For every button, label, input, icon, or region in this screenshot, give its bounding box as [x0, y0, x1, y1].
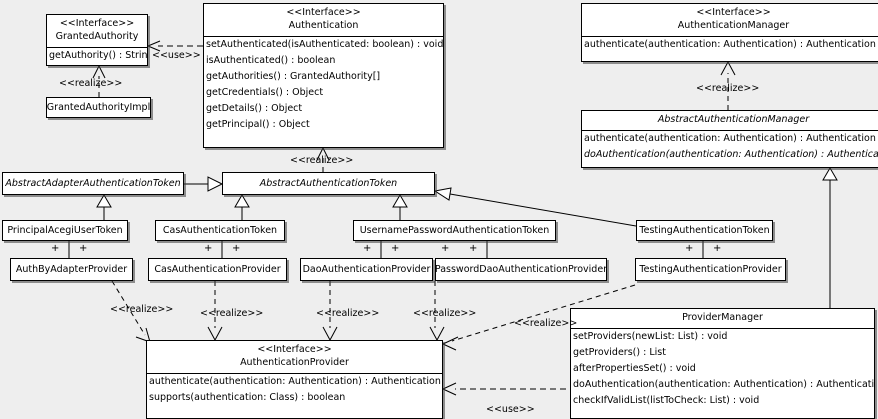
class-testing-authentication-provider[interactable]: TestingAuthenticationProvider — [635, 258, 786, 281]
relationship-label-realize-abstract-auth-manager: <<realize>> — [696, 83, 760, 94]
operations-compartment: setProviders(newList: List) : void getPr… — [571, 329, 874, 409]
class-name: Authentication — [288, 20, 359, 31]
stereotype-label: <<Interface>> — [286, 7, 361, 18]
operations-compartment: authenticate(authentication: Authenticat… — [582, 37, 878, 53]
relationship-label-realize-auth-by-adapter: <<realize>> — [110, 304, 174, 315]
divider — [571, 328, 874, 329]
stereotype-label: <<Interface>> — [257, 344, 332, 355]
class-dao-authentication-provider[interactable]: DaoAuthenticationProvider — [300, 258, 433, 281]
class-cas-authentication-provider[interactable]: CasAuthenticationProvider — [148, 258, 287, 281]
class-header: <<Interface>> AuthenticationProvider — [147, 341, 442, 373]
multiplicity-marker: + — [441, 243, 450, 254]
class-name: AuthenticationManager — [677, 20, 790, 31]
class-name: CasAuthenticationProvider — [154, 263, 281, 275]
divider — [204, 36, 443, 37]
class-name: GrantedAuthority — [55, 31, 139, 42]
operation: setProviders(newList: List) : void — [573, 331, 728, 342]
class-name: GrantedAuthorityImpl — [46, 101, 151, 113]
multiplicity-marker: + — [51, 243, 60, 254]
class-authentication-provider[interactable]: <<Interface>> AuthenticationProvider aut… — [146, 340, 443, 419]
multiplicity-marker: + — [232, 243, 241, 254]
operation: authenticate(authentication: Authenticat… — [149, 376, 441, 387]
class-granted-authority-impl[interactable]: GrantedAuthorityImpl — [46, 97, 151, 118]
multiplicity-marker: + — [363, 243, 372, 254]
operation: authenticate(authentication: Authenticat… — [584, 39, 876, 50]
class-auth-by-adapter-provider[interactable]: AuthByAdapterProvider — [10, 258, 133, 281]
class-name: TestingAuthenticationProvider — [639, 263, 782, 275]
divider — [582, 36, 878, 37]
class-name: PrincipalAcegiUserToken — [7, 224, 123, 236]
class-testing-authentication-token[interactable]: TestingAuthenticationToken — [636, 220, 773, 241]
class-username-password-authentication-token[interactable]: UsernamePasswordAuthenticationToken — [353, 220, 556, 241]
class-name: AuthenticationProvider — [240, 357, 349, 368]
class-name: DaoAuthenticationProvider — [302, 263, 431, 275]
relationship-label-realize-testing-provider: <<realize>> — [514, 318, 578, 329]
multiplicity-marker: + — [204, 243, 213, 254]
multiplicity-marker: + — [79, 243, 88, 254]
class-name: PasswordDaoAuthenticationProvider — [435, 263, 607, 275]
class-cas-authentication-token[interactable]: CasAuthenticationToken — [155, 220, 285, 241]
divider — [582, 130, 878, 131]
divider — [147, 373, 442, 374]
class-name: CasAuthenticationToken — [162, 224, 278, 236]
multiplicity-marker: + — [685, 243, 694, 254]
relationship-label-realize-password-dao-provider: <<realize>> — [413, 308, 477, 319]
relationship-label-realize-granted-authority-impl: <<realize>> — [59, 78, 123, 89]
stereotype-label: <<Interface>> — [59, 18, 135, 29]
class-authentication-manager[interactable]: <<Interface>> AuthenticationManager auth… — [581, 3, 878, 62]
multiplicity-marker: + — [391, 243, 400, 254]
relationship-label-use-granted-authority: <<use>> — [152, 50, 201, 61]
class-header: <<Interface>> AuthenticationManager — [582, 4, 878, 36]
operation: checkIfValidList(listToCheck: List) : vo… — [573, 395, 760, 406]
class-name: AbstractAuthenticationToken — [259, 177, 398, 189]
operation: supports(authentication: Class) : boolea… — [149, 392, 346, 403]
class-name: AbstractAuthenticationManager — [657, 114, 810, 125]
class-provider-manager[interactable]: ProviderManager setProviders(newList: Li… — [570, 308, 875, 419]
class-header: <<Interface>> GrantedAuthority — [47, 15, 147, 47]
class-abstract-adapter-authentication-token[interactable]: AbstractAdapterAuthenticationToken — [2, 172, 184, 195]
relationship-label-realize-dao-provider: <<realize>> — [316, 308, 380, 319]
class-abstract-authentication-token[interactable]: AbstractAuthenticationToken — [222, 172, 435, 195]
class-header: ProviderManager — [571, 309, 874, 328]
operations-compartment: authenticate(authentication: Authenticat… — [147, 374, 442, 406]
class-abstract-authentication-manager[interactable]: AbstractAuthenticationManager authentica… — [581, 110, 878, 168]
class-name: ProviderManager — [682, 312, 763, 323]
class-authentication[interactable]: <<Interface>> Authentication setAuthenti… — [203, 3, 444, 148]
class-password-dao-authentication-provider[interactable]: PasswordDaoAuthenticationProvider — [435, 258, 607, 281]
operation: getDetails() : Object — [206, 103, 303, 114]
operations-compartment: setAuthenticated(isAuthenticated: boolea… — [204, 37, 443, 133]
operation: getProviders() : List — [573, 347, 666, 358]
class-name: UsernamePasswordAuthenticationToken — [359, 224, 550, 236]
operation: doAuthentication(authentication: Authent… — [573, 379, 874, 390]
class-name: AbstractAdapterAuthenticationToken — [5, 177, 181, 189]
class-name: TestingAuthenticationToken — [639, 224, 770, 236]
class-principal-acegi-user-token[interactable]: PrincipalAcegiUserToken — [2, 220, 128, 241]
class-granted-authority[interactable]: <<Interface>> GrantedAuthority getAuthor… — [46, 14, 148, 66]
multiplicity-marker: + — [469, 243, 478, 254]
stereotype-label: <<Interface>> — [696, 7, 771, 18]
operation: getAuthority() : String — [49, 50, 147, 61]
operation: isAuthenticated() : boolean — [206, 55, 336, 66]
divider — [47, 47, 147, 48]
multiplicity-marker: + — [713, 243, 722, 254]
operation: authenticate(authentication: Authenticat… — [584, 133, 876, 144]
relationship-label-realize-abstract-auth-token: <<realize>> — [290, 155, 354, 166]
class-header: <<Interface>> Authentication — [204, 4, 443, 36]
operation: getPrincipal() : Object — [206, 119, 310, 130]
operation: afterPropertiesSet() : void — [573, 363, 696, 374]
operations-compartment: getAuthority() : String — [47, 48, 147, 64]
class-name: AuthByAdapterProvider — [15, 263, 128, 275]
relationship-label-use-provider-manager: <<use>> — [486, 404, 535, 415]
operations-compartment: authenticate(authentication: Authenticat… — [582, 131, 878, 163]
operation: getAuthorities() : GrantedAuthority[] — [206, 71, 381, 82]
class-header: AbstractAuthenticationManager — [582, 111, 878, 130]
operation: doAuthentication(authentication: Authent… — [584, 149, 878, 160]
relationship-label-realize-cas-provider: <<realize>> — [200, 308, 264, 319]
operation: setAuthenticated(isAuthenticated: boolea… — [206, 39, 443, 50]
operation: getCredentials() : Object — [206, 87, 324, 98]
